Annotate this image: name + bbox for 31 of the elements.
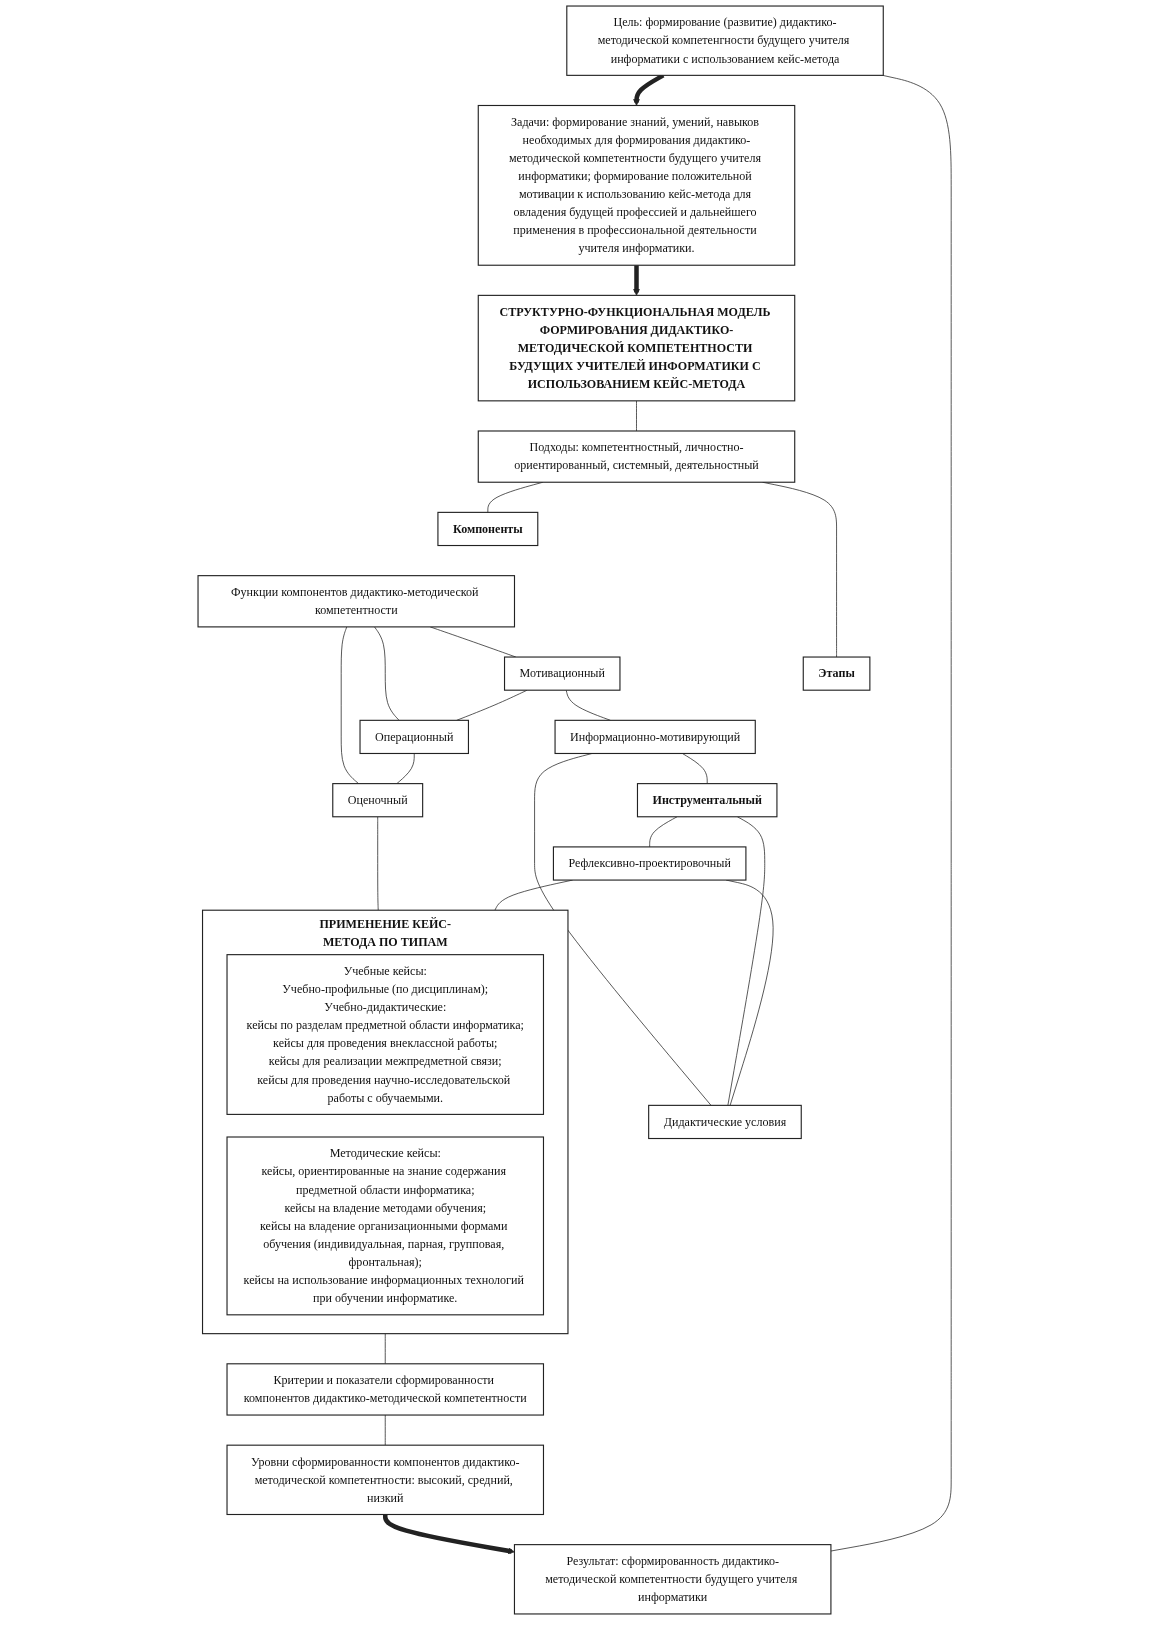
node-box: Учебные кейсы: Учебно-профильные (по дисциплинам); Учебно-дидактические: кейсы по разделам предметной области информатика; кейсы для проведения внеклассной работы; кейсы для реализации межпредметной связи; кейсы для проведения научно-исследовательской работы с обучаемыми. xyxy=(226,954,545,1115)
connector xyxy=(341,626,360,784)
connector xyxy=(374,626,400,721)
node-box: Мотивационный xyxy=(504,656,621,691)
node-box: Задачи: формирование знаний, умений, навыков необходимых для формирования дидактико-методической компетентности будущего учителя информатики; формирование положительной мотивации к использованию кейс-метода для овладения будущей профессией и дальнейшего применения в профессиональной деятельности учителя информатики. xyxy=(478,104,796,266)
connector xyxy=(727,816,766,1106)
node-box: Дидактические условия xyxy=(648,1104,803,1140)
connector xyxy=(385,1333,386,1365)
node-box: Функции компонентов дидактико-методической компетентности xyxy=(197,575,516,628)
node-box: Подходы: компетентностный, личностно-ориентированный, системный, деятельностный xyxy=(478,430,796,483)
node-box: Инструментальный xyxy=(637,783,778,818)
connector xyxy=(649,816,678,848)
node-box: Операционный xyxy=(359,719,470,755)
node-box: Рефлексивно-проектировочный xyxy=(553,846,747,881)
connector xyxy=(534,753,712,1106)
node-box: Компоненты xyxy=(437,511,539,547)
node-box: Оценочный xyxy=(332,783,424,818)
node-box: Методические кейсы: кейсы, ориентированные на знание содержания предметной области информатика; кейсы на владение методами обучения; кейсы на владение организационными формами обучения (индивидуальная, парная, групповая, фронтальная); кейсы на использование информационных технологий при обучении информатике. xyxy=(226,1136,545,1316)
node-box: Этапы xyxy=(803,656,871,691)
arrow xyxy=(633,265,641,296)
connector xyxy=(377,816,379,911)
connector xyxy=(396,753,415,784)
node-box: Уровни сформированности компонентов дидактико-методической компетентности: высокий, средний, низкий xyxy=(226,1444,545,1516)
node-box: СТРУКТУРНО-ФУНКЦИОНАЛЬНАЯ МОДЕЛЬ ФОРМИРОВАНИЯ ДИДАКТИКО-МЕТОДИЧЕСКОЙ КОМПЕТЕНТНОСТИ БУДУЩИХ УЧИТЕЛЕЙ ИНФОРМАТИКИ С ИСПОЛЬЗОВАНИЕМ КЕЙС-МЕТОДА xyxy=(478,294,796,402)
connector xyxy=(385,1414,386,1446)
node-box: Информационно-мотивирующий xyxy=(554,719,757,755)
node-box: Цель: формирование (развитие) дидактико-методической компетенгности будущего учителя информатики с использованием кейс-метода xyxy=(566,5,885,76)
connector xyxy=(682,753,708,784)
node-box: Результат: сформированность дидактико-методической компетентности будущего учителя информатики xyxy=(514,1544,832,1615)
connector xyxy=(636,400,638,432)
node-box: Критерии и показатели сформированности компонентов дидактико-методической компетентности xyxy=(226,1363,545,1416)
